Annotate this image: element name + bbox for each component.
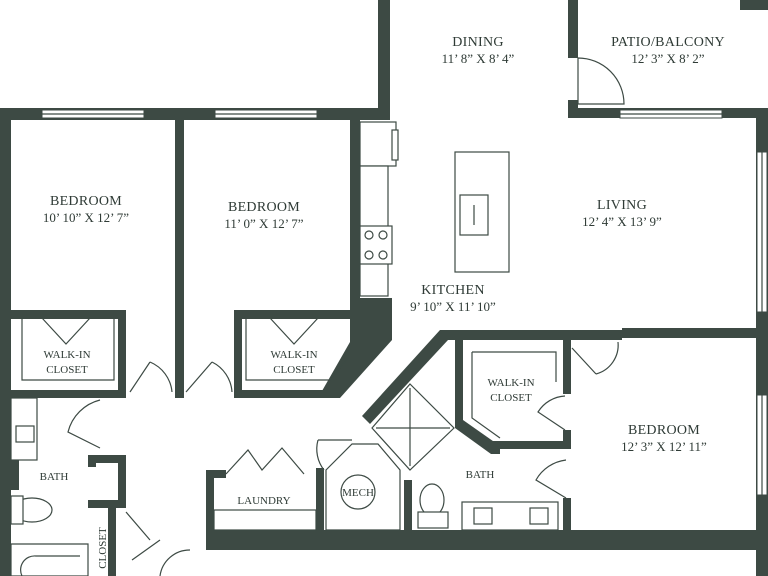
- bedroom-1-dims: 10’ 10” X 12’ 7”: [43, 210, 129, 225]
- fixtures: [10, 121, 559, 576]
- dining-dims: 11’ 8” X 8’ 4”: [442, 51, 515, 66]
- patio-label: PATIO/BALCONY: [611, 35, 725, 50]
- kitchen-dims: 9’ 10” X 11’ 10”: [410, 299, 496, 314]
- bath-1-label: BATH: [40, 471, 69, 483]
- bedroom-1-label: BEDROOM: [50, 194, 122, 209]
- mech-label: MECH: [342, 487, 374, 499]
- laundry-label: LAUNDRY: [237, 495, 290, 507]
- walkin-1-label-line2: CLOSET: [46, 364, 88, 376]
- bath-2-label: BATH: [466, 469, 495, 481]
- windows: [41, 109, 768, 496]
- walkin-2-label-line1: WALK-IN: [270, 349, 317, 361]
- walkin-3-label-line1: WALK-IN: [487, 377, 534, 389]
- doors: [41, 57, 625, 576]
- closet-label: CLOSET: [97, 527, 109, 569]
- bedroom-3-dims: 12’ 3” X 12’ 11”: [621, 439, 707, 454]
- walkin-1-label-line1: WALK-IN: [43, 349, 90, 361]
- room-labels: DINING 11’ 8” X 8’ 4” PATIO/BALCONY 12’ …: [40, 35, 725, 569]
- walkin-3-label-line2: CLOSET: [490, 392, 532, 404]
- patio-dims: 12’ 3” X 8’ 2”: [631, 51, 704, 66]
- bedroom-3-label: BEDROOM: [628, 423, 700, 438]
- walkin-2-label-line2: CLOSET: [273, 364, 315, 376]
- kitchen-label: KITCHEN: [421, 283, 485, 298]
- bedroom-2-dims: 11’ 0” X 12’ 7”: [224, 216, 303, 231]
- living-label: LIVING: [597, 198, 647, 213]
- dining-label: DINING: [452, 35, 504, 50]
- bedroom-2-label: BEDROOM: [228, 200, 300, 215]
- living-dims: 12’ 4” X 13’ 9”: [582, 214, 662, 229]
